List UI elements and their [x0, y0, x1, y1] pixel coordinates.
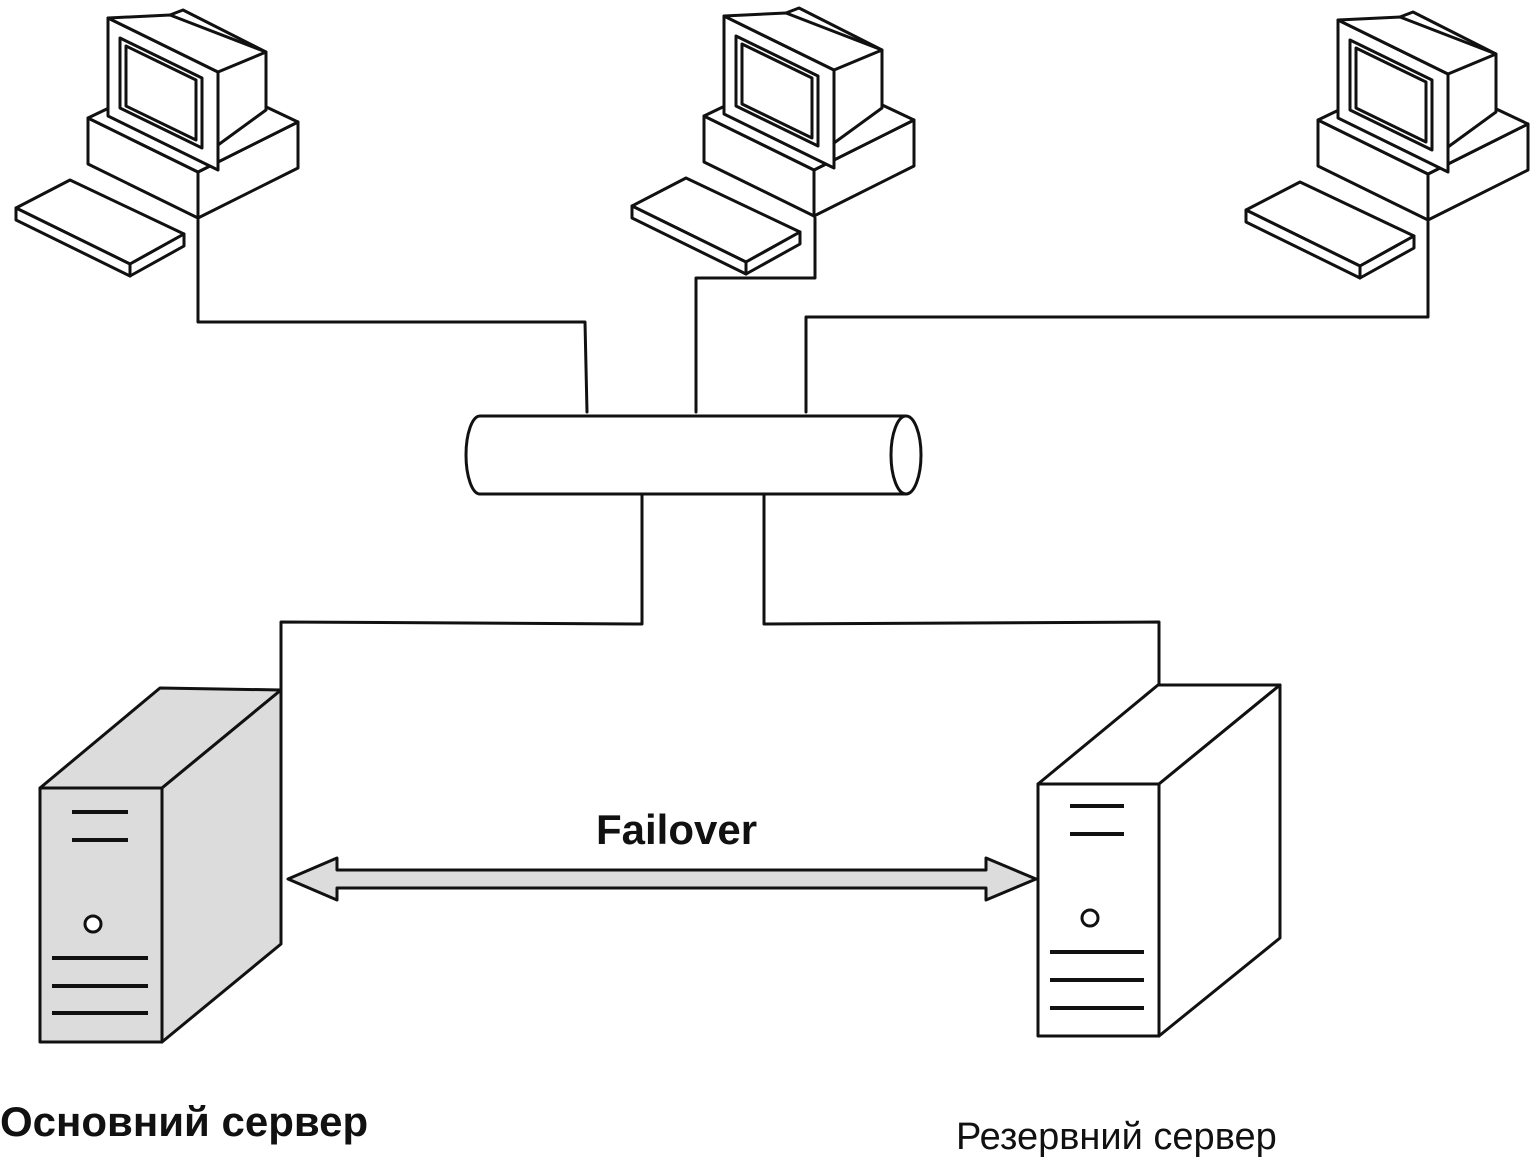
workstation-3-icon: [1244, 10, 1530, 280]
primary-server-label: Основний сервер: [0, 1098, 369, 1145]
link-workstation-2: [694, 216, 817, 414]
workstation-1-icon: [14, 8, 300, 278]
link-primary-server: [279, 492, 644, 692]
link-workstation-3: [804, 220, 1430, 414]
primary-server-icon: [38, 686, 283, 1044]
link-workstation-1: [196, 218, 589, 414]
failover-label: Failover: [596, 806, 758, 853]
backup-server-icon: [1036, 683, 1282, 1038]
backup-server-label: Резервний сервер: [956, 1116, 1277, 1158]
failover-arrow: [286, 856, 1038, 902]
workstation-2-icon: [630, 6, 916, 276]
link-backup-server: [762, 492, 1161, 688]
network-cylinder-icon: [464, 414, 923, 496]
